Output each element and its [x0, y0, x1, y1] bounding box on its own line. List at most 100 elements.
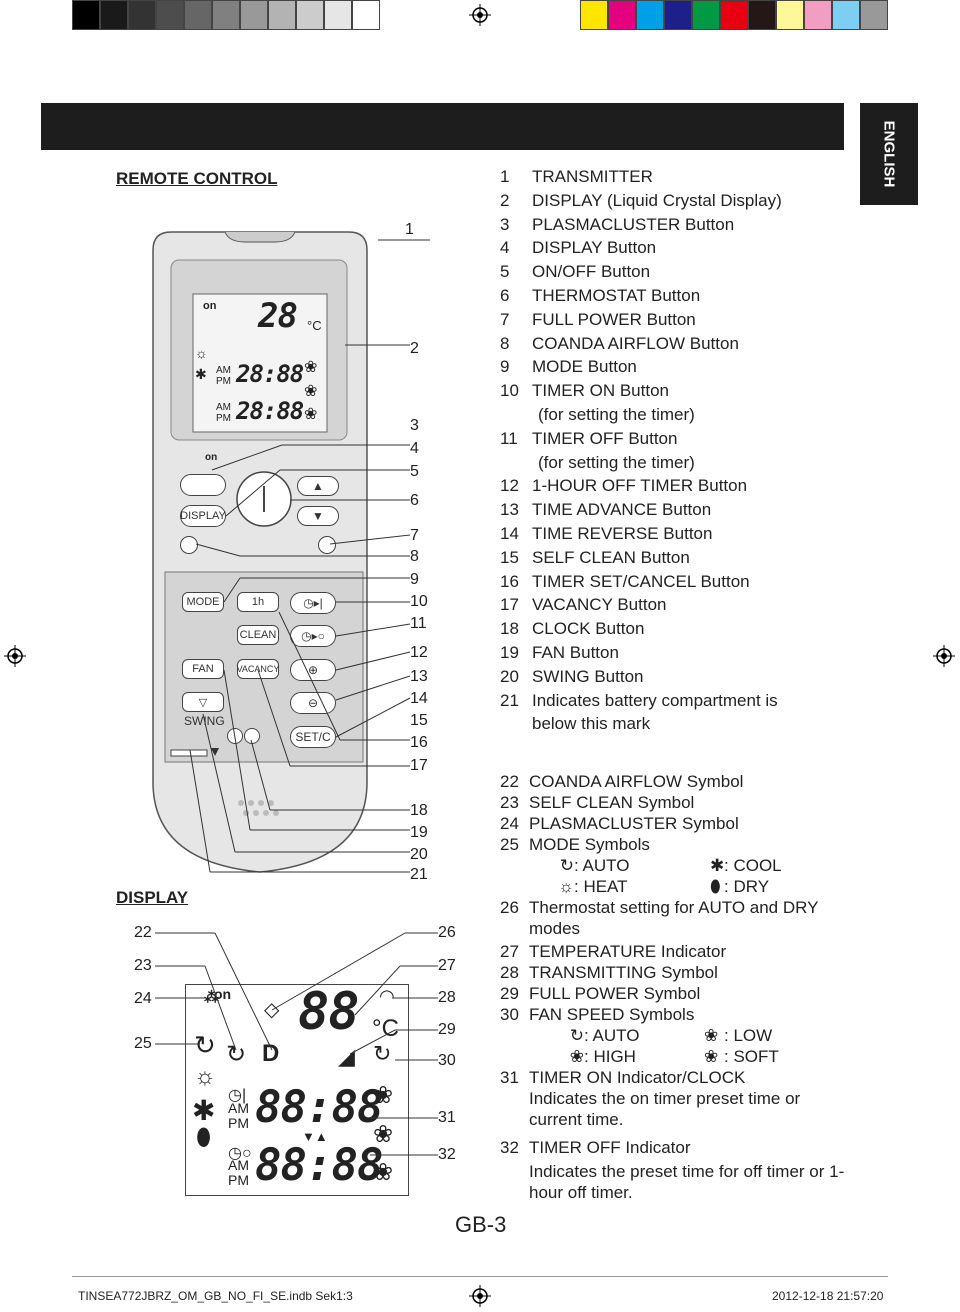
- mode-auto-icon: ↻: [559, 856, 574, 875]
- time-advance-button[interactable]: ⊕: [290, 659, 336, 681]
- mode-button[interactable]: MODE: [182, 592, 224, 612]
- callout-number: 27: [438, 957, 456, 974]
- display-heading: DISPLAY: [116, 888, 189, 907]
- fan-button[interactable]: FAN: [182, 659, 224, 679]
- callout-number: 20: [410, 846, 428, 863]
- registration-mark-icon: [469, 1285, 491, 1307]
- timer-off-readout: 28:88: [236, 397, 304, 425]
- coanda-airflow-button[interactable]: [180, 536, 198, 554]
- fan-auto-icon: ↻: [569, 1026, 584, 1045]
- plasmacluster-on-label: on: [214, 986, 232, 1002]
- callout-number: 2: [410, 340, 419, 357]
- fan-low-label: : LOW: [724, 1026, 773, 1045]
- temperature-indicator: 88: [298, 982, 360, 1042]
- mode-dry-icon: ⬮: [196, 1124, 212, 1151]
- thermostat-down-button[interactable]: ▼: [297, 506, 339, 526]
- temperature-readout: 28: [258, 296, 298, 336]
- timer-on-icon: ◷|: [228, 1087, 247, 1104]
- mode-dry-icon: ⬮: [710, 877, 721, 896]
- page-number: GB-3: [455, 1212, 507, 1237]
- self-clean-button[interactable]: CLEAN: [237, 625, 279, 645]
- on-off-button[interactable]: [235, 470, 293, 528]
- callout-number: 16: [410, 734, 428, 751]
- callout-number: 22: [134, 924, 152, 941]
- fan-low-icon: ❀: [704, 1026, 719, 1045]
- fan-symbols-row: ↻: AUTO ❀ : LOW: [500, 1025, 850, 1046]
- fan-high-icon: ❀: [373, 1082, 394, 1109]
- timer-on-button[interactable]: ◷▸|: [290, 592, 336, 614]
- callout-number: 5: [410, 463, 419, 480]
- fan-high-icon: ❀: [304, 359, 318, 376]
- mode-heat-icon: ☼: [558, 877, 574, 896]
- callout-number: 15: [410, 712, 428, 729]
- fan-auto-icon: ↻: [373, 1041, 392, 1066]
- display-button[interactable]: DISPLAY: [180, 505, 226, 527]
- temperature-unit: °C: [307, 318, 322, 333]
- thermostat-up-button[interactable]: ▲: [297, 476, 339, 496]
- footer-filename: TINSEA772JBRZ_OM_GB_NO_FI_SE.indb Sek1:3: [78, 1289, 353, 1303]
- callout-number: 14: [410, 690, 428, 707]
- full-power-button[interactable]: [318, 536, 336, 554]
- fan-low-icon: ❀: [373, 1121, 394, 1148]
- timer-off-icon: ◷○: [228, 1145, 252, 1162]
- vacancy-button[interactable]: VACANCY: [237, 659, 279, 679]
- mode-cool-icon: ✱: [192, 1095, 216, 1126]
- plasmacluster-symbol: on: [203, 300, 217, 312]
- callout-number: 25: [134, 1035, 152, 1052]
- am-label: AM: [216, 402, 231, 413]
- callout-number: 19: [410, 824, 428, 841]
- plasmacluster-label: on: [205, 452, 218, 463]
- fan-soft-icon: ❀: [304, 406, 318, 423]
- one-hour-off-timer-button[interactable]: 1h: [237, 592, 279, 612]
- registration-mark-icon: [469, 4, 491, 26]
- callout-number: 12: [410, 644, 428, 661]
- callout-number: 6: [410, 492, 419, 509]
- thermostat-auto-dry-icon: ◇: [264, 999, 280, 1021]
- fan-symbols-row: ❀: HIGH ❀: SOFT: [500, 1046, 850, 1067]
- timer-on-clock-indicator: 88:88: [255, 1082, 383, 1133]
- callout-number: 21: [410, 866, 428, 883]
- callout-leader-lines: [189, 239, 430, 873]
- callout-number: 7: [410, 527, 419, 544]
- fan-high-icon: ❀: [569, 1047, 584, 1066]
- pm-label: PM: [216, 413, 231, 424]
- callout-number: 17: [410, 757, 428, 774]
- plasmacluster-button[interactable]: [180, 474, 226, 496]
- swing-button[interactable]: ▽: [182, 692, 224, 712]
- timer-off-button[interactable]: ◷▸○: [290, 625, 336, 647]
- fan-high-label: : HIGH: [584, 1047, 636, 1066]
- list-item: (for setting the timer): [538, 404, 695, 424]
- footer-timestamp: 2012-12-18 21:57:20: [772, 1289, 884, 1303]
- mode-cool-label: : COOL: [724, 856, 782, 875]
- fan-auto-label: : AUTO: [584, 1026, 640, 1045]
- timer-set-cancel-button[interactable]: SET/C: [290, 726, 336, 748]
- callout-number: 24: [134, 990, 152, 1007]
- callout-number: 32: [438, 1146, 456, 1163]
- pm-label: PM: [228, 1115, 249, 1131]
- cool-mode-icon: ✱: [195, 366, 207, 382]
- callout-number: 28: [438, 989, 456, 1006]
